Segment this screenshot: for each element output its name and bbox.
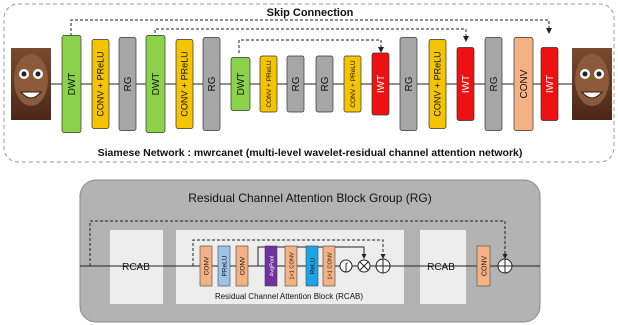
inner-block-convsalmon-4 bbox=[284, 245, 298, 287]
block-label-6: DWT bbox=[236, 73, 247, 96]
block-conv-7 bbox=[259, 55, 278, 113]
face-input-icon bbox=[11, 48, 51, 120]
face-output-icon bbox=[572, 48, 612, 120]
inner-block-avgpool-3 bbox=[264, 245, 278, 287]
rg-title: Residual Channel Attention Block Group (… bbox=[188, 191, 431, 205]
block-label-7: CONV + PReLU bbox=[266, 60, 273, 107]
inner-blocks: CONV PReLU CONV AvgPool 1×1 CONV ReLU 1×1 CONV bbox=[199, 245, 336, 287]
add-icon-inner bbox=[375, 258, 391, 274]
sigmoid-symbol: ∫ bbox=[344, 262, 349, 273]
rcab-left-box bbox=[110, 230, 163, 304]
block-iwt-11 bbox=[371, 52, 390, 116]
inner-block-convsalmon-2 bbox=[235, 245, 249, 287]
inner-block-label-0: CONV bbox=[203, 256, 210, 275]
inner-block-label-4: 1×1 CONV bbox=[289, 252, 295, 279]
top-panel-border bbox=[3, 3, 615, 163]
block-iwt-14 bbox=[456, 47, 475, 121]
rcab-right-label: RCAB bbox=[427, 262, 455, 273]
block-conv-4 bbox=[175, 39, 194, 129]
block-label-14: IWT bbox=[461, 75, 472, 93]
inner-block-convsalmon-6 bbox=[322, 245, 336, 287]
block-label-5: RG bbox=[207, 76, 218, 91]
rcab-right-box bbox=[420, 230, 466, 304]
skip-connection-label: Skip Connection bbox=[267, 7, 354, 19]
block-dwt-3 bbox=[145, 35, 166, 133]
block-dwt-6 bbox=[230, 57, 251, 111]
block-label-11: IWT bbox=[376, 75, 387, 93]
rg-outer-skip bbox=[89, 220, 508, 266]
rcab-caption: Residual Channel Attention Block (RCAB) bbox=[215, 292, 363, 301]
block-label-10: CONV + PReLU bbox=[350, 60, 357, 107]
block-label-0: DWT bbox=[67, 73, 78, 96]
block-convsalmon-16 bbox=[513, 37, 534, 131]
inner-block-convsalmon-0 bbox=[199, 245, 213, 287]
block-label-12: RG bbox=[404, 76, 415, 91]
inner-block-relu-5 bbox=[305, 245, 319, 287]
block-conv-13 bbox=[428, 39, 447, 129]
block-rg-12 bbox=[399, 37, 418, 131]
block-label-17: IWT bbox=[545, 75, 556, 93]
inner-block-label-2: CONV bbox=[239, 256, 246, 275]
inner-block-label-5: ReLU bbox=[309, 257, 316, 274]
rg-diagram: Residual Channel Attention Block Group (… bbox=[79, 179, 541, 323]
block-rg-15 bbox=[484, 37, 503, 131]
top-network: Skip Connection DWT CONV + PReLU RG DWT CONV… bbox=[3, 3, 615, 163]
block-rg-2 bbox=[118, 37, 137, 131]
block-label-2: RG bbox=[123, 76, 134, 91]
block-rg-8 bbox=[286, 55, 305, 113]
multiply-icon bbox=[357, 259, 371, 273]
rg-conv-block: CONV bbox=[476, 245, 491, 287]
block-rg-5 bbox=[202, 37, 221, 131]
add-icon-outer bbox=[497, 258, 513, 274]
inner-block-label-6: 1×1 CONV bbox=[327, 252, 333, 279]
block-conv-1 bbox=[91, 39, 110, 129]
block-label-13: CONV + PReLU bbox=[433, 51, 443, 116]
inner-block-label-1: PReLU bbox=[221, 255, 228, 276]
block-label-9: RG bbox=[320, 76, 331, 91]
block-conv-10 bbox=[343, 55, 362, 113]
block-label-15: RG bbox=[489, 76, 500, 91]
block-label-3: DWT bbox=[151, 73, 162, 96]
top-blocks: DWT CONV + PReLU RG DWT CONV + PReLU RG DWT CON… bbox=[61, 35, 559, 133]
block-label-1: CONV + PReLU bbox=[96, 51, 106, 116]
rg-conv-label: CONV bbox=[482, 256, 489, 277]
inner-block-prelu-1 bbox=[217, 245, 231, 287]
block-label-8: RG bbox=[291, 76, 302, 91]
network-caption: Siamese Network : mwrcanet (multi-level … bbox=[98, 147, 523, 159]
block-rg-9 bbox=[315, 55, 334, 113]
sigmoid-icon: ∫ bbox=[339, 259, 353, 273]
block-dwt-0 bbox=[61, 35, 82, 133]
rcab-inner-skip bbox=[192, 239, 386, 266]
block-label-4: CONV + PReLU bbox=[180, 51, 190, 116]
block-label-16: CONV bbox=[519, 69, 530, 98]
inner-block-label-3: AvgPool bbox=[269, 256, 275, 277]
rcab-left-label: RCAB bbox=[122, 262, 150, 273]
skip-connection-lines bbox=[70, 19, 552, 53]
block-iwt-17 bbox=[540, 47, 559, 121]
